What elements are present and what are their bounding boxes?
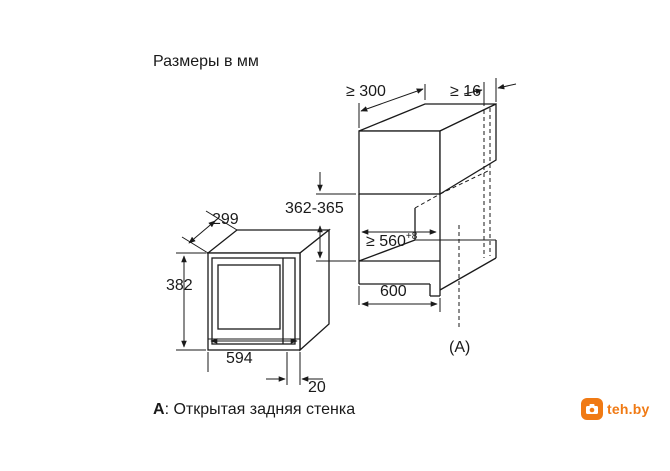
dim-cabinet-width: 600 [380, 283, 407, 300]
dim-cabinet-width-lines [358, 286, 441, 312]
dim-appliance-depth: 299 [212, 211, 239, 228]
dim-front-overhang-lines [266, 352, 323, 385]
watermark-text: teh.by [607, 401, 650, 417]
dim-appliance-height-lines [176, 252, 206, 351]
dim-niche-depth-lines [358, 84, 426, 128]
diagram-title: Размеры в мм [153, 53, 259, 70]
watermark-logo: teh.by [581, 395, 649, 423]
legend-key: A [153, 401, 165, 418]
dim-appliance-depth-lines [181, 210, 238, 254]
dim-niche-width-tolerance: +8 [406, 231, 418, 242]
dim-rear-gap: ≥ 16 [450, 83, 481, 100]
dim-niche-depth: ≥ 300 [346, 83, 386, 100]
cabinet-drawing [358, 102, 497, 297]
dim-rear-gap-lines [463, 78, 517, 106]
dim-appliance-width-lines [207, 338, 301, 385]
dim-niche-height: 362-365 [285, 200, 344, 217]
dim-appliance-width: 594 [226, 350, 253, 367]
dim-appliance-height: 382 [166, 277, 193, 294]
dim-front-overhang: 20 [308, 379, 326, 396]
legend-text: : Открытая задняя стенка [165, 401, 356, 418]
callout-a: (A) [449, 339, 470, 356]
appliance-drawing [206, 228, 331, 352]
legend: A: Открытая задняя стенка [153, 401, 355, 418]
open-back-wall-dashes [414, 108, 491, 330]
dim-niche-width: ≥ 560+8 [366, 231, 418, 250]
camera-icon [581, 398, 603, 420]
dim-niche-height-lines [316, 172, 356, 262]
dim-niche-width-value: ≥ 560 [366, 233, 406, 250]
